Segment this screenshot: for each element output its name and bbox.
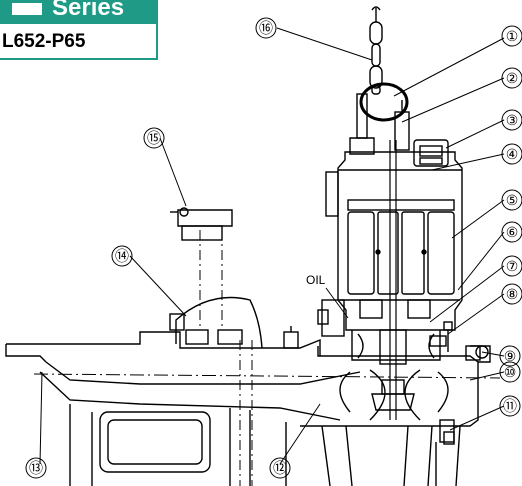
model-number: L652-P65 [2, 31, 86, 52]
svg-text:⑯: ⑯ [259, 20, 273, 36]
svg-text:⑩: ⑩ [504, 364, 517, 380]
callout-13: ⑬ [25, 457, 47, 479]
callout-11: ⑪ [499, 395, 521, 417]
callout-3: ③ [501, 109, 522, 131]
callout-6: ⑥ [501, 221, 522, 243]
svg-text:⑪: ⑪ [503, 398, 517, 414]
bolts [283, 326, 481, 445]
svg-text:⑮: ⑮ [147, 130, 161, 146]
motor-top-fittings [349, 93, 410, 155]
svg-text:⑨: ⑨ [504, 348, 517, 364]
model-box: L652-P65 [0, 22, 158, 60]
svg-text:⑭: ⑭ [115, 248, 129, 264]
svg-text:④: ④ [506, 146, 519, 162]
svg-text:①: ① [506, 28, 519, 44]
callout-14: ⑭ [111, 245, 133, 267]
guide-bracket [170, 207, 233, 241]
stator-windings [347, 140, 455, 420]
callout-9: ⑨ [499, 345, 521, 367]
volute-casing [300, 345, 491, 427]
guide-hook [169, 296, 263, 349]
callout-4: ④ [501, 143, 522, 165]
svg-text:⑦: ⑦ [506, 258, 519, 274]
impeller [371, 379, 415, 411]
callout-labels: ⑯ ① ② ③ ④ ⑤ ⑥ ⑦ ⑧ ⑨ ⑩ ⑪ ⑫ ⑬ ⑭ ⑮ [25, 17, 522, 479]
svg-text:⑬: ⑬ [29, 460, 43, 476]
discharge-pipe [5, 331, 501, 421]
callout-15: ⑮ [143, 127, 165, 149]
svg-text:⑫: ⑫ [273, 460, 287, 476]
callout-8: ⑧ [501, 283, 522, 305]
series-label: Series [52, 0, 125, 21]
svg-text:⑥: ⑥ [506, 224, 519, 240]
lifting-chain [369, 6, 383, 95]
callout-2: ② [501, 67, 522, 89]
guide-pipes [199, 230, 253, 486]
callout-leaders [39, 27, 505, 465]
series-banner: Series [0, 0, 158, 22]
base-stand [69, 404, 461, 486]
callout-12: ⑫ [269, 457, 291, 479]
oil-label: OIL [306, 273, 326, 287]
series-logo-mark [12, 3, 42, 15]
callout-16: ⑯ [255, 17, 277, 39]
svg-text:⑧: ⑧ [506, 286, 519, 302]
mechanical-seal-area [351, 299, 453, 365]
svg-text:⑤: ⑤ [506, 192, 519, 208]
callout-5: ⑤ [501, 189, 522, 211]
callout-10: ⑩ [499, 361, 521, 383]
callout-7: ⑦ [501, 255, 522, 277]
terminal-box [413, 139, 449, 167]
callout-1: ① [501, 25, 522, 47]
lifting-ring [359, 82, 409, 122]
svg-text:②: ② [506, 70, 519, 86]
svg-text:③: ③ [506, 112, 519, 128]
